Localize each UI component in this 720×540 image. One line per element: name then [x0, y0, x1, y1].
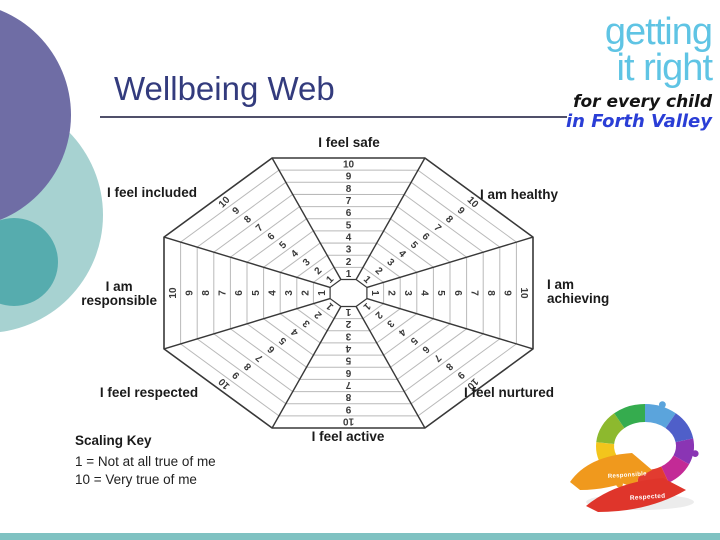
- scale-number: 5: [346, 220, 352, 231]
- puzzle-label-responsible: Responsible: [608, 471, 648, 480]
- scaling-key: Scaling Key 1 = Not at all true of me 10…: [75, 433, 216, 489]
- scale-number: 10: [168, 287, 179, 299]
- bottom-accent-bar: [0, 533, 720, 540]
- puzzle-label-respected: Respected: [630, 493, 666, 502]
- axis-label-line: I feel safe: [318, 135, 380, 150]
- scale-number: 8: [485, 290, 496, 296]
- scale-number: 5: [345, 355, 351, 366]
- scale-number: 6: [345, 367, 351, 378]
- scale-number: 5: [251, 290, 262, 296]
- scale-number: 6: [452, 290, 463, 296]
- page-title: Wellbeing Web: [114, 70, 335, 107]
- scale-number: 9: [346, 172, 352, 183]
- scale-number: 10: [518, 287, 529, 299]
- axis-label-line: I am healthy: [479, 187, 559, 202]
- scaling-key-rule-10: 10 = Very true of me: [75, 472, 197, 487]
- scale-number: 9: [502, 290, 513, 296]
- scaling-key-rule-1: 1 = Not at all true of me: [75, 454, 216, 469]
- scale-number: 3: [346, 245, 352, 256]
- scale-number: 3: [402, 290, 413, 296]
- axis-label-line: I feel respected: [99, 385, 199, 400]
- axis-label-line: I feel nurtured: [463, 385, 555, 400]
- axis-label-line: I feel included: [106, 185, 198, 200]
- scale-number: 1: [345, 306, 351, 317]
- puzzle-tab: [659, 401, 666, 409]
- axis-label-line: I am: [105, 279, 133, 294]
- logo-line-getting: getting: [604, 11, 713, 53]
- scale-number: 7: [218, 290, 229, 296]
- scale-number: 9: [184, 290, 195, 296]
- scale-number: 6: [346, 208, 352, 219]
- puzzle-piece-responsible: [570, 453, 652, 490]
- scale-number: 7: [468, 290, 479, 296]
- scale-number: 6: [234, 290, 245, 296]
- scale-number: 7: [346, 196, 352, 207]
- axis-label-line: I feel active: [311, 429, 385, 444]
- axis-label-i-feel-respected: I feel respected: [100, 386, 198, 400]
- scale-number: 1: [346, 269, 352, 280]
- axis-label-i-am-healthy: I am healthy: [480, 188, 558, 202]
- scaling-key-heading: Scaling Key: [75, 433, 152, 448]
- puzzle-piece-respected: [586, 478, 686, 512]
- logo-tagline: for every child: [573, 92, 712, 112]
- scale-number: 8: [345, 391, 351, 402]
- scale-number: 8: [201, 290, 212, 296]
- puzzle-tab: [691, 450, 699, 457]
- scale-number: 10: [343, 415, 355, 426]
- web-spokes: [163, 157, 534, 429]
- scale-number: 4: [345, 343, 351, 354]
- scale-number: 9: [345, 403, 351, 414]
- scale-number: 4: [346, 233, 352, 244]
- puzzle-wheel-graphic: Responsible Respected: [570, 401, 699, 512]
- axis-label-i-feel-safe: I feel safe: [318, 136, 380, 150]
- scale-number: 2: [301, 290, 312, 296]
- scale-number: 8: [346, 184, 352, 195]
- girfec-logo: getting it right for every child in Fort…: [565, 11, 713, 132]
- axis-label-i-feel-included: I feel included: [107, 186, 197, 200]
- scale-number: 2: [346, 257, 352, 268]
- scale-number: 3: [345, 330, 351, 341]
- scale-number: 2: [345, 318, 351, 329]
- axis-label-i-feel-nurtured: I feel nurtured: [464, 386, 554, 400]
- axis-label-line: responsible: [81, 293, 157, 308]
- logo-line-it-right: it right: [616, 47, 713, 89]
- scale-number: 5: [435, 290, 446, 296]
- scale-number: 4: [419, 290, 430, 296]
- scale-number: 10: [343, 160, 355, 171]
- scale-number: 1: [317, 290, 328, 296]
- title-underline: [100, 116, 567, 118]
- scale-number: 2: [385, 290, 396, 296]
- scale-number: 4: [267, 290, 278, 296]
- axis-label-i-feel-active: I feel active: [312, 430, 385, 444]
- logo-region: in Forth Valley: [565, 111, 712, 132]
- axis-label-line: achieving: [547, 291, 610, 306]
- axis-label-line: I am: [547, 277, 575, 292]
- scale-number: 7: [345, 379, 351, 390]
- scale-number: 1: [369, 290, 380, 296]
- scale-number: 3: [284, 290, 295, 296]
